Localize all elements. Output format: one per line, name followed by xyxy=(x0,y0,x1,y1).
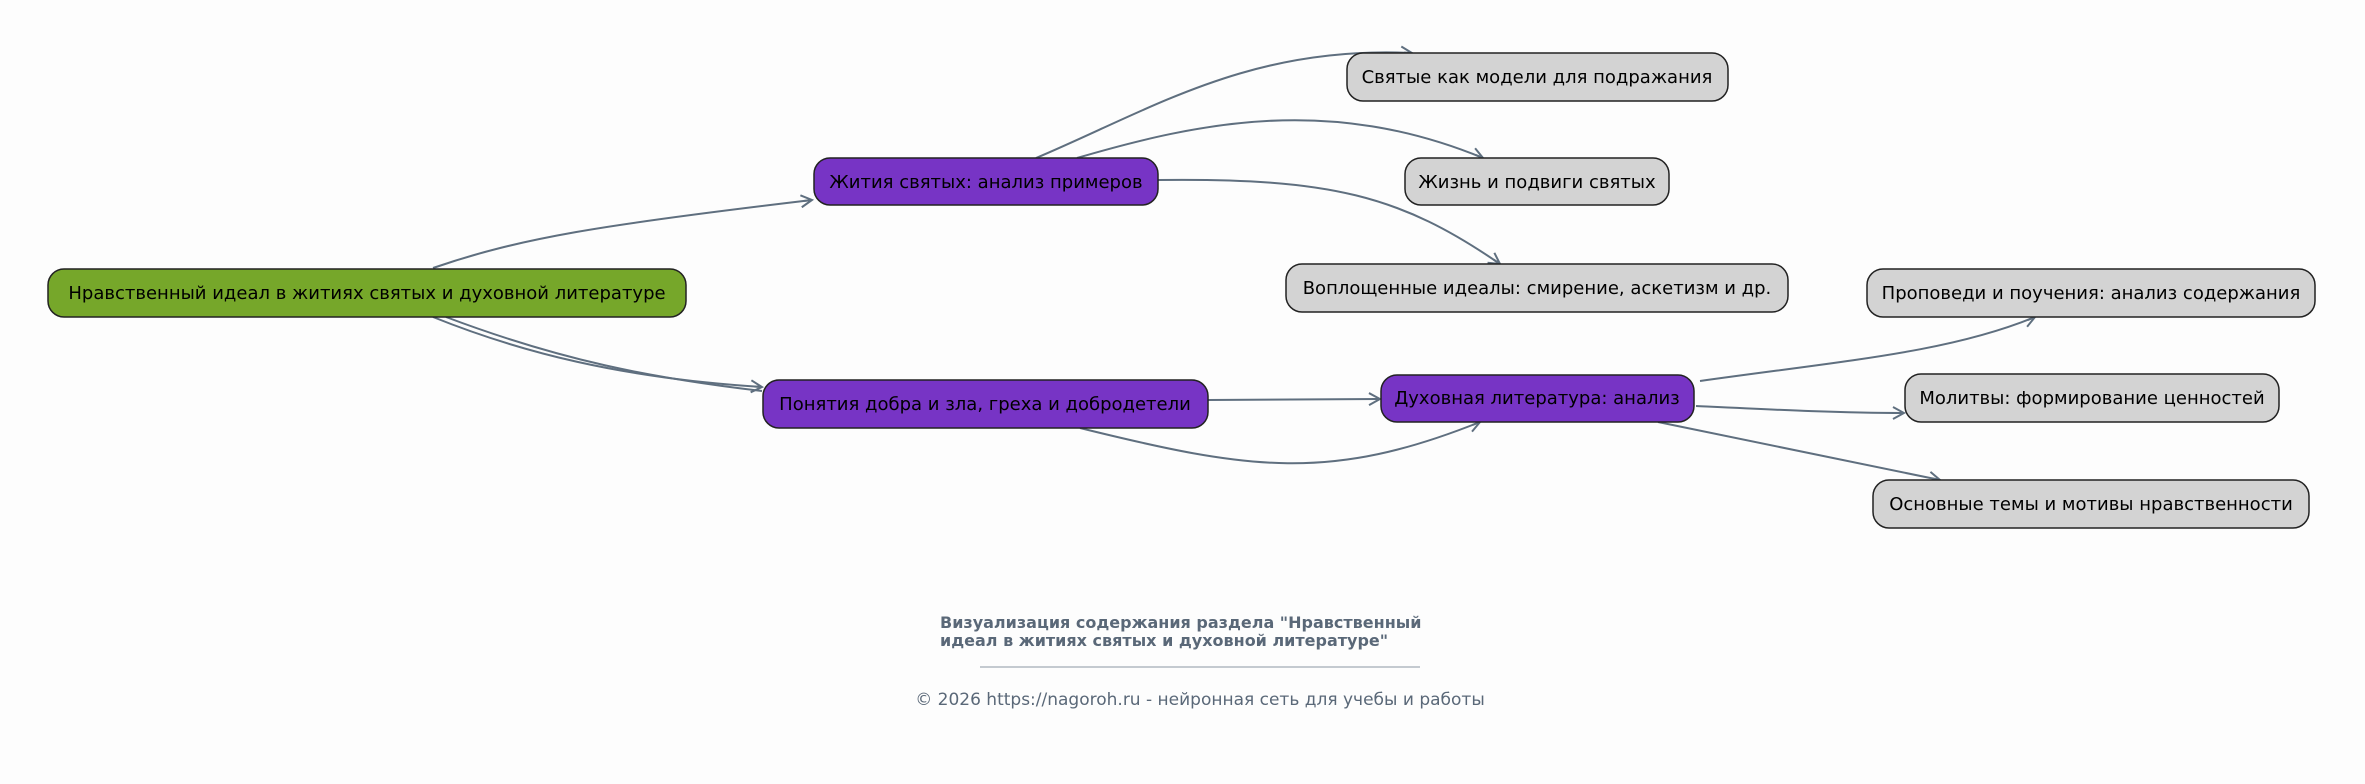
node-label: Жизнь и подвиги святых xyxy=(1418,172,1656,193)
node-label: Нравственный идеал в житиях святых и дух… xyxy=(68,283,665,304)
edge-root-concepts-2 xyxy=(445,316,763,392)
node-root[interactable]: Нравственный идеал в житиях святых и дух… xyxy=(47,268,687,318)
node-label: Святые как модели для подражания xyxy=(1362,67,1713,88)
node-spiritual-lit[interactable]: Духовная литература: анализ xyxy=(1380,374,1695,423)
node-label: Воплощенные идеалы: смирение, аскетизм и… xyxy=(1303,278,1772,299)
edge-lives-life-feats xyxy=(1076,119,1483,158)
node-sermons[interactable]: Проповеди и поучения: анализ содержания xyxy=(1866,268,2316,318)
caption-title-line1: Визуализация содержания раздела "Нравств… xyxy=(940,613,1421,632)
edge-spiritual-lit-prayers xyxy=(1695,405,1904,413)
node-label: Основные темы и мотивы нравственности xyxy=(1889,494,2293,515)
node-lives[interactable]: Жития святых: анализ примеров xyxy=(813,157,1159,206)
node-role-models[interactable]: Святые как модели для подражания xyxy=(1346,52,1729,102)
node-label: Духовная литература: анализ xyxy=(1394,388,1680,409)
edges xyxy=(432,52,2035,480)
node-ideals[interactable]: Воплощенные идеалы: смирение, аскетизм и… xyxy=(1285,263,1789,313)
caption-footer: © 2026 https://nagoroh.ru - нейронная се… xyxy=(915,690,1485,710)
edge-root-concepts xyxy=(432,316,762,387)
edge-lives-role-models xyxy=(1035,52,1412,159)
node-label: Жития святых: анализ примеров xyxy=(829,172,1142,193)
edge-root-lives xyxy=(432,200,812,269)
edge-spiritual-lit-themes xyxy=(1657,421,1940,480)
edge-lives-ideals xyxy=(1157,178,1500,264)
node-prayers[interactable]: Молитвы: формирование ценностей xyxy=(1904,373,2280,423)
edge-spiritual-lit-sermons xyxy=(1699,317,2035,382)
node-label: Понятия добра и зла, греха и добродетели xyxy=(779,394,1191,415)
edge-concepts-spiritual-lit xyxy=(1207,399,1380,400)
node-label: Молитвы: формирование ценностей xyxy=(1919,388,2264,409)
node-themes[interactable]: Основные темы и мотивы нравственности xyxy=(1872,479,2310,529)
node-life-feats[interactable]: Жизнь и подвиги святых xyxy=(1404,157,1670,206)
caption-title-line2: идеал в житиях святых и духовной литерат… xyxy=(940,631,1388,650)
node-concepts[interactable]: Понятия добра и зла, греха и добродетели xyxy=(762,379,1209,429)
node-label: Проповеди и поучения: анализ содержания xyxy=(1882,283,2301,304)
edge-concepts-spiritual-lit-2 xyxy=(1079,422,1480,465)
caption: Визуализация содержания раздела "Нравств… xyxy=(915,613,1485,710)
